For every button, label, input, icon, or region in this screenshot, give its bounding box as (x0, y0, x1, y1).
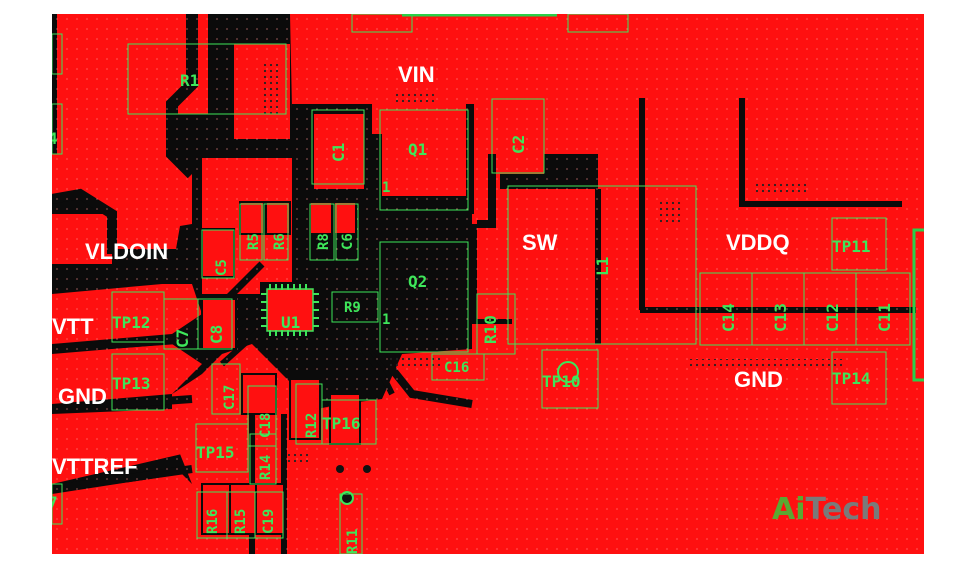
designator-tp16: TP16 (322, 414, 361, 433)
designator-r12: R12 (304, 413, 320, 438)
net-label-vin: VIN (398, 62, 435, 87)
designator-pin1-q1: 1 (382, 180, 390, 196)
designator-r14: R14 (258, 455, 274, 480)
net-label-gnd-left: GND (58, 384, 107, 409)
designator-r11: R11 (345, 529, 361, 554)
designator-c18: C18 (258, 413, 274, 438)
pcb-layout-view: VIN SW VDDQ VLDOIN VTT GND GND VTTREF R1… (52, 14, 924, 554)
designator-q1: Q1 (408, 140, 427, 159)
designator-c16: C16 (444, 360, 469, 376)
net-labels: VIN SW VDDQ VLDOIN VTT GND GND VTTREF (52, 62, 790, 479)
logo-part-tech: Tech (806, 492, 882, 527)
net-label-vtt: VTT (52, 314, 94, 339)
designator-u1: U1 (281, 313, 300, 332)
designator-tp11: TP11 (832, 237, 871, 256)
logo-part-ai: Ai (772, 492, 806, 527)
designator-r8: R8 (316, 233, 332, 250)
net-label-vldoin: VLDOIN (85, 239, 168, 264)
svg-text:AiTech: AiTech (772, 492, 881, 527)
designator-r15: R15 (233, 509, 249, 534)
designator-tp10: TP10 (542, 372, 581, 391)
designator-c5: C5 (214, 259, 230, 276)
designator-r10: R10 (481, 315, 500, 344)
designator-c17: C17 (222, 385, 238, 410)
net-label-sw: SW (522, 230, 558, 255)
designator-tp12: TP12 (112, 313, 151, 332)
designator-r9: R9 (344, 300, 361, 316)
designator-c11: C11 (875, 303, 894, 332)
designator-c14: C14 (719, 303, 738, 332)
designator-edge-4: 4 (52, 129, 58, 148)
net-label-gnd-right: GND (734, 367, 783, 392)
silkscreen-outlines (52, 14, 911, 554)
designator-r5: R5 (246, 233, 262, 250)
designator-r1: R1 (180, 71, 199, 90)
designator-r16: R16 (205, 509, 221, 534)
designator-r6: R6 (272, 233, 288, 250)
designator-pin1-q2: 1 (382, 312, 390, 328)
designator-edge-7: 7 (52, 493, 58, 512)
designators: R1 Q1 Q2 U1 R9 C16 TP10 TP11 TP12 TP13 T… (52, 71, 894, 554)
designator-q2: Q2 (408, 272, 427, 291)
designator-c8: C8 (207, 325, 226, 344)
via-clusters (260, 64, 846, 505)
designator-c12: C12 (823, 303, 842, 332)
designator-tp15: TP15 (196, 443, 235, 462)
u1-ic (260, 282, 320, 338)
net-label-vttref: VTTREF (52, 454, 138, 479)
board-outline-accents (402, 14, 924, 382)
designator-c1: C1 (329, 143, 348, 162)
designator-tp14: TP14 (832, 369, 871, 388)
designator-c13: C13 (771, 303, 790, 332)
designator-tp13: TP13 (112, 374, 151, 393)
designator-c19: C19 (261, 509, 277, 534)
designator-c6: C6 (340, 233, 356, 250)
aitech-logo: AiTech (772, 492, 881, 527)
designator-c2: C2 (509, 135, 528, 154)
net-label-vddq: VDDQ (726, 230, 790, 255)
designator-l1: L1 (593, 257, 612, 276)
designator-c7: C7 (173, 329, 192, 348)
grid-dots (52, 14, 924, 554)
